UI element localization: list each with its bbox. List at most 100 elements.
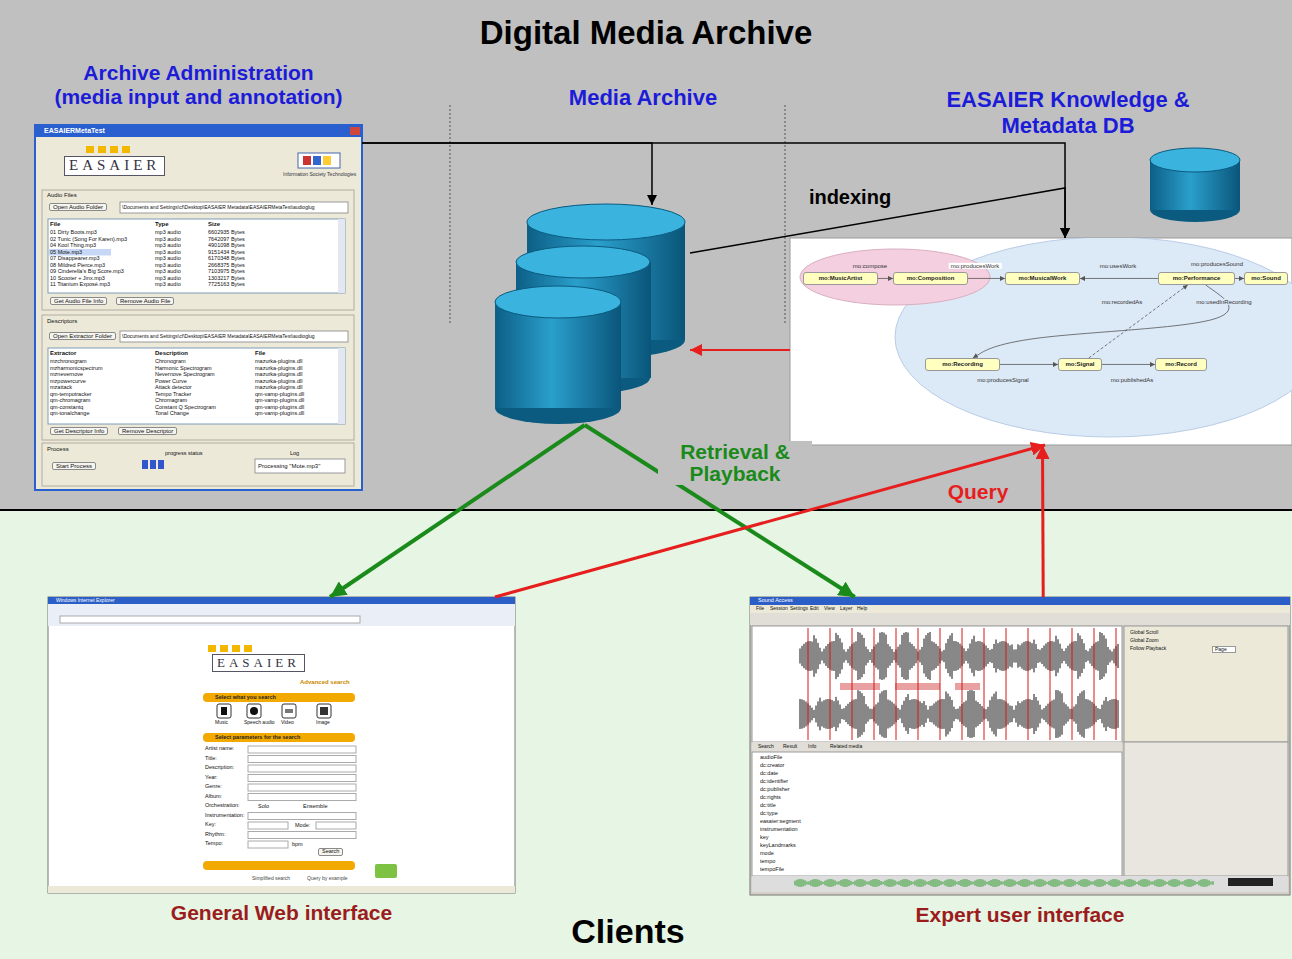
- decor-line: [1125, 880, 1126, 886]
- decor-line: [970, 690, 971, 738]
- ui-text: Size: [208, 221, 220, 227]
- ui-text: Result: [783, 744, 797, 749]
- decor-rect: [248, 832, 356, 839]
- class-name: mo:Sound: [1251, 275, 1281, 282]
- connector: [1089, 285, 1188, 358]
- decor-rect: [248, 794, 356, 801]
- decor-line: [928, 633, 929, 679]
- ui-text: mp3 audio: [155, 250, 181, 256]
- decor-line: [1055, 879, 1056, 887]
- decor-line: [941, 881, 942, 885]
- decor-line: [1100, 632, 1101, 680]
- decor-line: [954, 641, 955, 671]
- ui-text: 02 Tunic (Song For Karen).mp3: [50, 237, 127, 243]
- connector: [1000, 364, 1058, 365]
- decor-line: [1082, 691, 1083, 736]
- decor-line: [1191, 879, 1192, 887]
- decor-line: [903, 879, 904, 886]
- ui-text: Speech audio: [244, 720, 275, 725]
- decor-line: [867, 882, 868, 885]
- decor-line: [1071, 879, 1072, 887]
- decor-line: [1102, 633, 1103, 679]
- decor-line: [1079, 881, 1080, 885]
- ui-text: mazurka-plugins.dll: [255, 366, 302, 372]
- decor-line: [967, 879, 968, 886]
- decor-line: [1082, 639, 1083, 673]
- ui-text: mp3 audio: [155, 276, 181, 282]
- decor-line: [947, 880, 948, 887]
- decor-line: [1069, 879, 1070, 887]
- decor-rect: [244, 645, 252, 652]
- decor-rect: [48, 348, 345, 424]
- decor-line: [1060, 691, 1061, 736]
- ontology-class: mo:Performance: [1158, 272, 1235, 285]
- decor-line: [960, 706, 961, 722]
- decor-line: [996, 640, 997, 673]
- decor-line: [817, 879, 818, 887]
- ui-text: Select parameters for the search: [215, 735, 300, 741]
- decor-line: [1031, 881, 1032, 885]
- ontology-class: mo:MusicalWork: [1005, 272, 1080, 285]
- decor-line: [982, 642, 983, 670]
- ui-text: Info: [808, 744, 816, 749]
- decor-line: [806, 642, 807, 670]
- decor-line: [1035, 880, 1036, 885]
- decor-line: [926, 635, 927, 677]
- decor-line: [958, 642, 959, 670]
- decor-line: [1000, 699, 1001, 729]
- decor-line: [964, 648, 965, 663]
- decor-line: [904, 701, 905, 727]
- decor-line: [1094, 628, 1095, 740]
- decor-line: [865, 880, 866, 885]
- decor-line: [1042, 709, 1043, 718]
- decor-line: [952, 700, 953, 728]
- ontology-class: mo:Recording: [925, 358, 1000, 371]
- decor-line: [1052, 641, 1053, 671]
- ui-text: dc:publisher: [760, 787, 790, 793]
- decor-line: [812, 642, 813, 671]
- decor-line: [966, 651, 967, 661]
- decor-line: [998, 699, 999, 729]
- media-archive: Media Archive: [495, 205, 690, 425]
- clients-band: ClientsGeneral Web interfaceExpert user …: [0, 510, 1292, 959]
- decor-line: [1080, 693, 1081, 734]
- decor-rect: [248, 784, 356, 791]
- decor-line: [1047, 882, 1048, 884]
- decor-line: [880, 633, 881, 680]
- decor-line: [1072, 628, 1073, 740]
- decor-line: [968, 691, 969, 737]
- decor-line: [1066, 648, 1067, 664]
- decor-circle: [250, 707, 258, 715]
- decor-line: [1046, 643, 1047, 668]
- decor-line: [1070, 709, 1071, 719]
- decor-line: [843, 879, 844, 886]
- decor-rect: [750, 605, 1290, 613]
- decor-line: [838, 700, 839, 727]
- decor-line: [906, 697, 907, 731]
- decor-line: [870, 652, 871, 660]
- ui-text: easaier:segment: [760, 819, 801, 825]
- decor-line: [977, 880, 978, 887]
- decor-rect: [1124, 742, 1288, 876]
- ui-text: 04 Kool Thing.mp3: [50, 243, 96, 249]
- node-heading: Expert user interface: [916, 903, 1125, 927]
- decor-line: [894, 652, 895, 660]
- decor-line: [1016, 705, 1017, 722]
- decor-rect: [338, 219, 345, 293]
- edge-label: indexing: [807, 187, 893, 208]
- decor-line: [943, 882, 944, 885]
- decor-line: [940, 628, 941, 740]
- decor-line: [915, 881, 916, 886]
- decor-line: [802, 699, 803, 728]
- decor-line: [1161, 879, 1162, 887]
- decor-line: [1097, 879, 1098, 886]
- edge-label: mo:producesSound: [1189, 261, 1245, 267]
- decor-line: [1002, 641, 1003, 671]
- decor-line: [872, 709, 873, 719]
- decor-line: [942, 651, 943, 660]
- decor-line: [962, 628, 963, 740]
- decor-line: [821, 881, 822, 885]
- ui-text: Layer: [840, 606, 853, 611]
- decor-line: [1187, 879, 1188, 886]
- connector: [973, 285, 1229, 358]
